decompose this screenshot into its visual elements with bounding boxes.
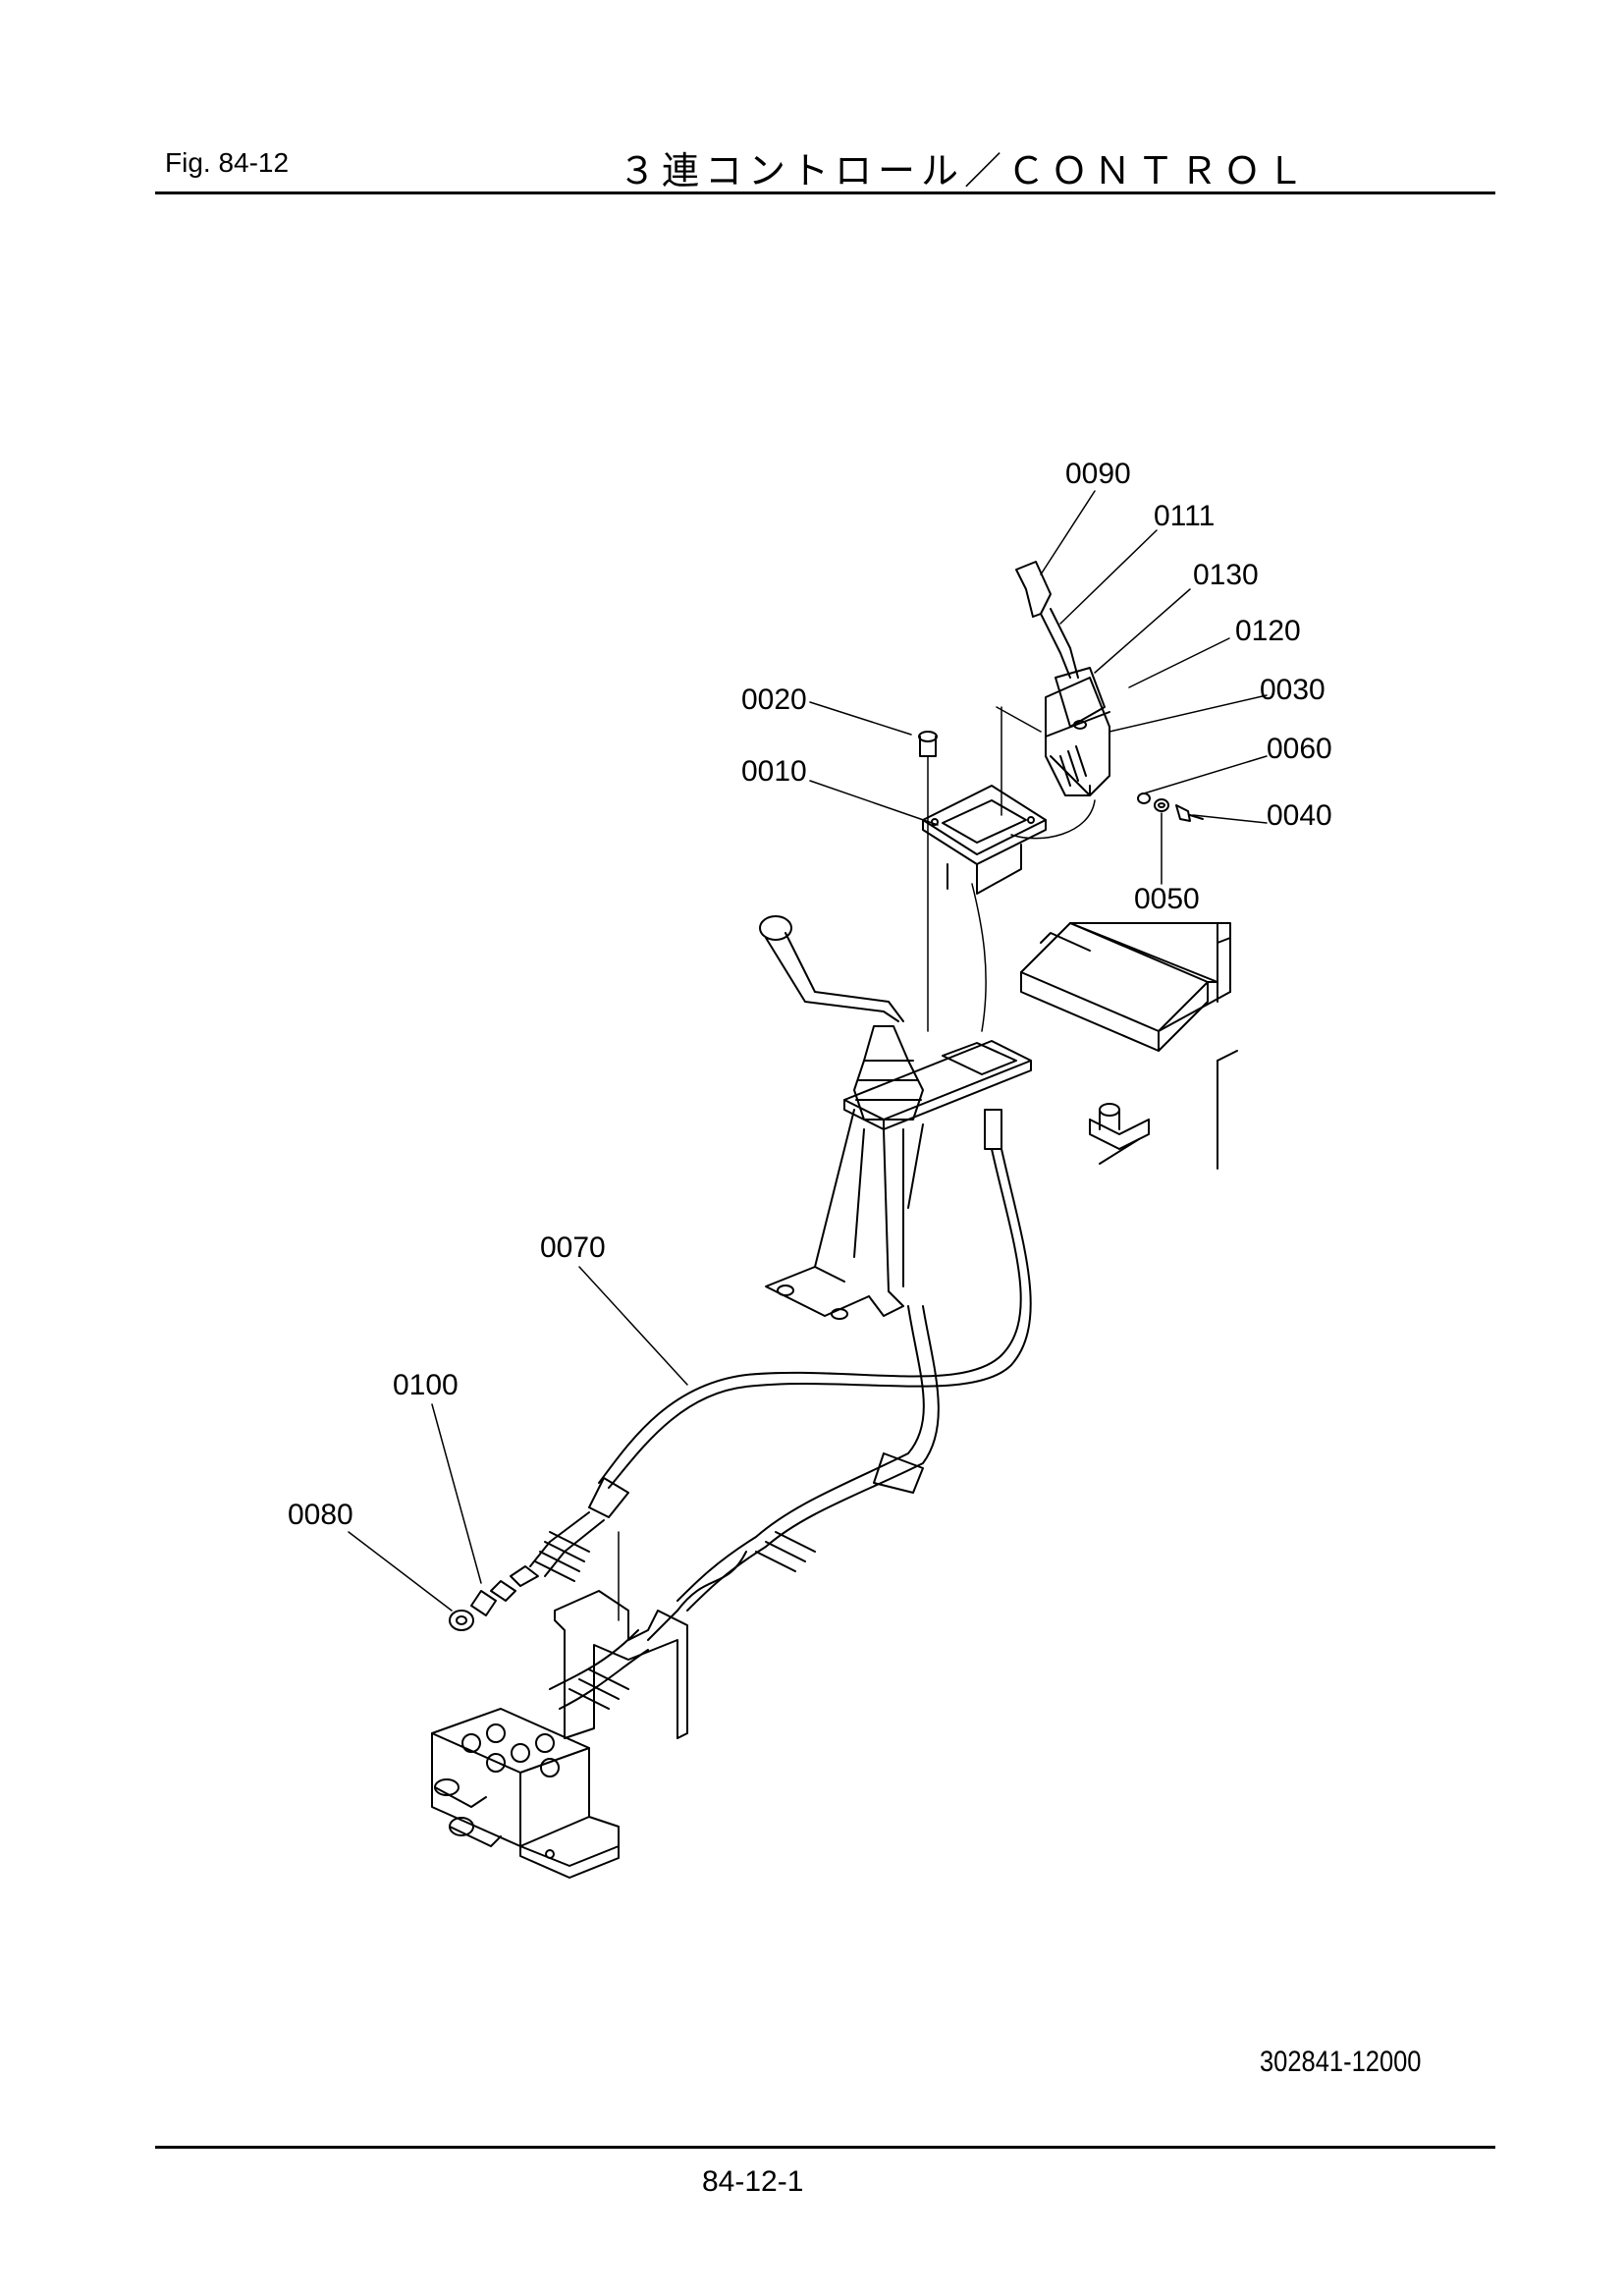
callout-0100: 0100 <box>393 1369 459 1401</box>
callout-0050: 0050 <box>1134 883 1200 915</box>
hose-bundle <box>549 1305 940 1710</box>
callout-0030: 0030 <box>1260 674 1325 706</box>
header-divider <box>155 191 1495 194</box>
callout-0111: 0111 <box>1154 500 1215 532</box>
callout-0120: 0120 <box>1235 615 1301 647</box>
callout-0130: 0130 <box>1193 559 1259 591</box>
control-stand <box>765 1040 1032 1320</box>
fittings <box>449 1580 516 1631</box>
callout-0090: 0090 <box>1065 458 1131 490</box>
page-title: ３連コントロール／ＣＯＮＴＲＯＬ <box>619 149 1311 192</box>
callout-0020: 0020 <box>741 683 807 716</box>
callout-leaders <box>348 490 1268 1612</box>
drawing-code: 302841-12000 <box>1260 2046 1422 2078</box>
machine-frame <box>1020 922 1238 1170</box>
callout-0060: 0060 <box>1267 733 1332 765</box>
existing-lever <box>759 915 924 1121</box>
control-cable <box>510 1109 1032 1587</box>
washers-and-bolt <box>1137 793 1204 822</box>
callout-0040: 0040 <box>1267 799 1332 832</box>
cable-bracket <box>554 1531 688 1739</box>
footer-divider <box>155 2146 1495 2149</box>
mounting-plate <box>918 706 1096 1032</box>
callout-0010: 0010 <box>741 755 807 788</box>
figure-label: Fig. 84-12 <box>165 147 290 178</box>
page-number: 84-12-1 <box>702 2165 804 2198</box>
control-lever-assembly <box>1015 561 1110 796</box>
callout-0070: 0070 <box>540 1231 606 1264</box>
callout-0080: 0080 <box>288 1499 353 1531</box>
control-valve <box>431 1708 620 1879</box>
